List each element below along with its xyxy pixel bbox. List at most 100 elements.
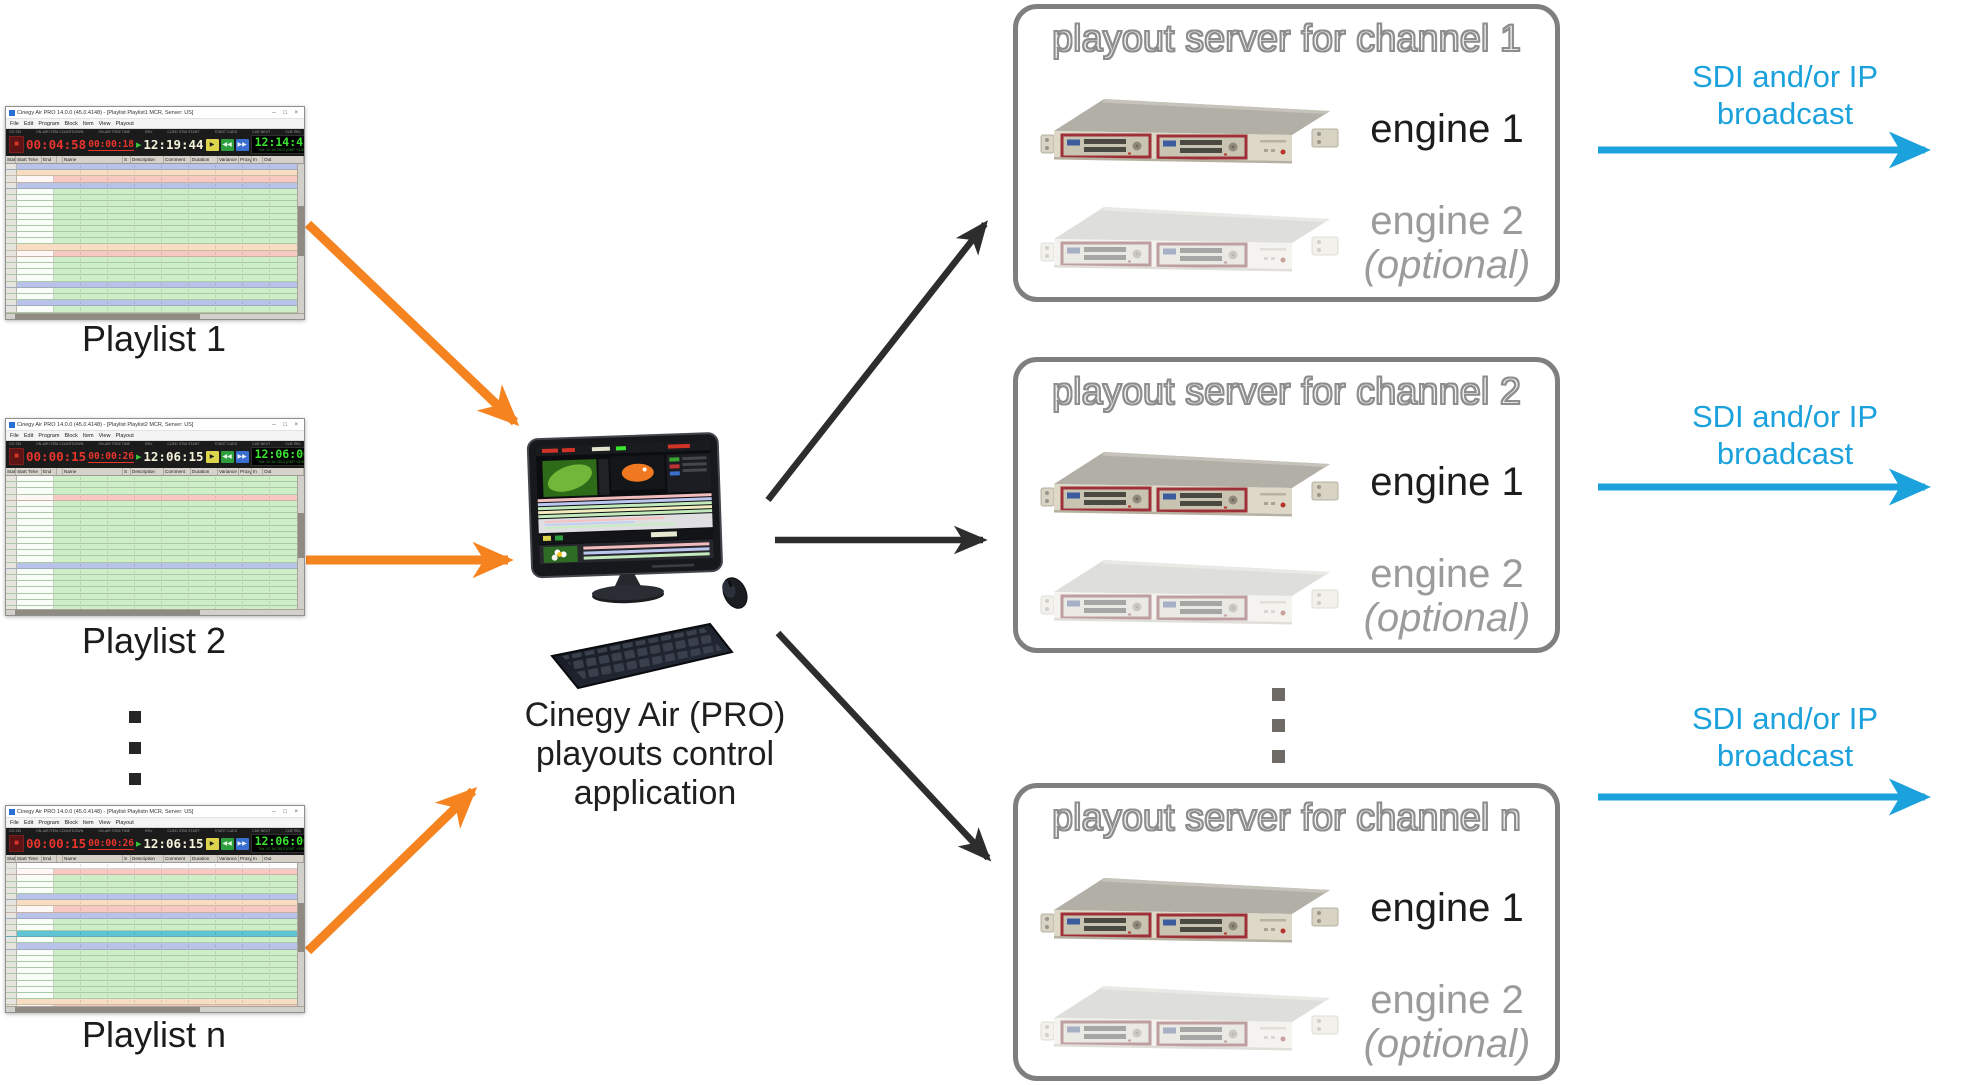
playlist-window-1: Cinegy Air PRO 14.0.0 (45.0.4148) - [Pla… bbox=[5, 106, 305, 320]
playlist-row bbox=[6, 238, 297, 245]
item-timecode: 00:00:26 bbox=[88, 450, 134, 463]
engine1-label: engine 1 bbox=[1370, 107, 1524, 151]
server-title-2: playout server for channel 2 bbox=[1051, 370, 1522, 414]
playlist-row bbox=[6, 256, 297, 263]
orange-arrow-playlist1 bbox=[304, 220, 520, 427]
sdi-label-line1: SDI and/or IP bbox=[1691, 399, 1879, 434]
menu-item: Edit bbox=[23, 120, 34, 127]
start-cued-button: ▶ bbox=[205, 837, 219, 850]
row-gutter bbox=[17, 525, 54, 531]
engine2-label-text: engine 2 bbox=[1370, 552, 1524, 596]
playlist-row bbox=[6, 513, 297, 520]
column-header: Duration bbox=[191, 855, 218, 862]
row-gutter bbox=[17, 519, 54, 525]
playlist-body bbox=[6, 476, 304, 609]
row-gutter bbox=[17, 980, 54, 986]
engine2-optional-note: (optional) bbox=[1363, 1022, 1531, 1066]
playlist-row bbox=[6, 881, 297, 888]
column-header bbox=[57, 855, 63, 862]
cue-next-button: ◀◀ bbox=[220, 450, 234, 463]
playlist-row bbox=[6, 999, 297, 1006]
window-buttons: – □ × bbox=[272, 421, 301, 428]
transport-label: CUE REL bbox=[285, 442, 301, 446]
computer-label-line2: playouts control bbox=[535, 735, 775, 773]
server-title-n: playout server for channel n bbox=[1051, 796, 1522, 840]
column-header: Stat bbox=[7, 855, 16, 862]
menu-item: Program bbox=[38, 432, 60, 439]
column-header: Variance bbox=[218, 855, 239, 862]
playlist-row bbox=[6, 581, 297, 588]
playlist-row bbox=[6, 962, 297, 969]
ellipsis-dot bbox=[1272, 750, 1285, 763]
column-header: Out bbox=[263, 855, 304, 862]
column-header: End bbox=[42, 468, 57, 475]
computer-label-line1: Cinegy Air (PRO) bbox=[524, 696, 786, 734]
playlist-row bbox=[6, 269, 297, 276]
clock-time: 12:06:00 bbox=[254, 834, 305, 848]
column-header: Stat bbox=[7, 156, 16, 163]
row-gutter bbox=[17, 238, 54, 244]
playlist-titlebar: Cinegy Air PRO 14.0.0 (45.0.4148) - [Pla… bbox=[6, 806, 304, 818]
playout-server-box-2: playout server for channel 2 engine 1 en… bbox=[1013, 357, 1560, 653]
row-gutter bbox=[17, 581, 54, 587]
row-gutter bbox=[17, 949, 54, 955]
playlist-row bbox=[6, 887, 297, 894]
menu-item: Playout bbox=[115, 120, 134, 127]
menu-item: File bbox=[10, 120, 19, 127]
row-gutter bbox=[17, 937, 54, 943]
playlist-row bbox=[6, 176, 297, 183]
column-header: In bbox=[252, 156, 263, 163]
playlist-row bbox=[6, 300, 297, 307]
playlist-row bbox=[6, 207, 297, 214]
column-header: In bbox=[252, 855, 263, 862]
playlist-row bbox=[6, 201, 297, 208]
sdi-label-line1: SDI and/or IP bbox=[1691, 59, 1879, 94]
playlist-row bbox=[6, 244, 297, 251]
cue-rel-button: ▶▶ bbox=[235, 837, 249, 850]
transport-label: REV bbox=[145, 442, 153, 446]
transport-label: START CUED bbox=[214, 130, 238, 134]
row-gutter bbox=[17, 293, 54, 300]
playlist-row bbox=[6, 949, 297, 956]
column-header: Proxy bbox=[240, 468, 252, 475]
column-header: Proxy bbox=[240, 156, 252, 163]
cued-start-timecode: 12:06:15 bbox=[143, 449, 204, 464]
transport-label: START CUED bbox=[214, 442, 238, 446]
transport-label: ON-AIR ITEM COUNTDOWN bbox=[35, 442, 84, 446]
control-workstation-image bbox=[526, 432, 748, 690]
window-buttons: – □ × bbox=[272, 808, 301, 815]
start-cued-button: ▶ bbox=[205, 138, 219, 151]
column-header: Stat bbox=[7, 468, 16, 475]
engine2-optional-note: (optional) bbox=[1363, 243, 1531, 287]
ellipsis-dot bbox=[129, 742, 141, 754]
transport-label: ON-AIR ITEM COUNTDOWN bbox=[35, 829, 84, 833]
transport-label: CUE NEXT bbox=[252, 829, 271, 833]
transport-label: GO ON bbox=[9, 442, 21, 446]
countdown-timecode: 00:00:15 bbox=[26, 449, 87, 464]
playlist-row bbox=[6, 194, 297, 202]
row-gutter bbox=[17, 225, 54, 232]
column-header: S bbox=[123, 468, 131, 475]
menu-item: Item bbox=[82, 819, 94, 826]
playlist-row bbox=[6, 182, 297, 189]
window-title: Cinegy Air PRO 14.0.0 (45.0.4148) - [Pla… bbox=[17, 109, 194, 116]
row-gutter bbox=[17, 962, 54, 968]
playlist-row bbox=[6, 931, 297, 938]
row-gutter bbox=[17, 587, 54, 593]
row-gutter bbox=[17, 194, 54, 201]
sdi-broadcast-label-1: SDI and/or IP broadcast bbox=[1620, 58, 1950, 132]
vertical-scrollbar bbox=[297, 476, 304, 609]
play-flag-icon: ▶ bbox=[135, 141, 142, 149]
transport-label: CUED ITEM START bbox=[167, 130, 200, 134]
transport-label: CUE NEXT bbox=[252, 130, 271, 134]
stop-button: ■ bbox=[9, 835, 24, 852]
row-gutter bbox=[17, 544, 54, 550]
